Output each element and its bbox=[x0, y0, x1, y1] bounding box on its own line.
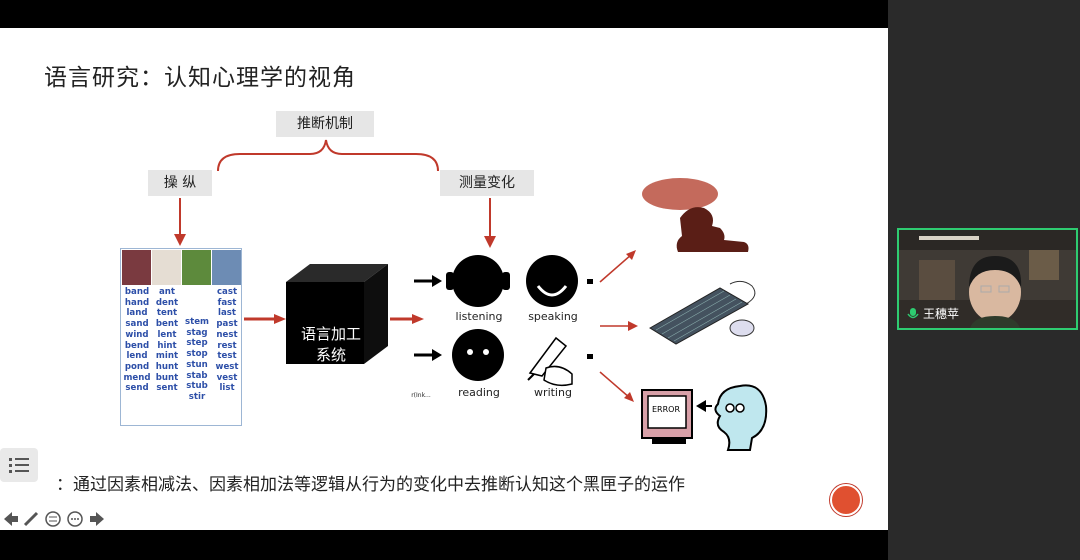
word-col2-6: mint bbox=[155, 351, 179, 362]
participant-video-tile[interactable]: 王穗苹 bbox=[897, 228, 1078, 330]
record-icon[interactable] bbox=[830, 484, 862, 516]
mic-icon bbox=[907, 307, 919, 318]
prev-icon[interactable] bbox=[2, 510, 20, 528]
word-col4-2: last bbox=[218, 308, 236, 319]
word-col1-7: pond bbox=[124, 361, 150, 372]
word-col2-5: hint bbox=[157, 340, 177, 351]
menu-icon bbox=[9, 458, 29, 473]
word-col4-3: past bbox=[216, 319, 238, 330]
word-col1-0: band bbox=[124, 287, 150, 297]
word-col4-9: list bbox=[219, 383, 235, 394]
participant-name-tag: 王穗苹 bbox=[907, 305, 959, 322]
participant-name: 王穗苹 bbox=[923, 307, 960, 321]
word-col3-0: stem bbox=[184, 317, 209, 327]
inference-label: 推断机制 bbox=[276, 111, 374, 137]
speaking-caption: speaking bbox=[528, 310, 578, 323]
reading-caption: reading bbox=[458, 386, 500, 399]
word-col2-7: hunt bbox=[155, 361, 179, 372]
stem-photo bbox=[182, 250, 211, 285]
manipulate-label: 操 纵 bbox=[148, 170, 212, 196]
word-col1-5: bend bbox=[124, 340, 150, 351]
pen-icon[interactable] bbox=[22, 510, 40, 528]
word-col2-0: ant bbox=[158, 287, 176, 297]
word-col1-6: lend bbox=[126, 351, 148, 362]
word-col2-4: lent bbox=[157, 329, 177, 340]
word-col2-2: tent bbox=[156, 308, 178, 319]
word-col4-8: vest bbox=[216, 372, 238, 383]
next-icon[interactable] bbox=[88, 510, 106, 528]
word-col4-7: west bbox=[215, 361, 239, 372]
cast-photo bbox=[212, 250, 241, 285]
word-col2-3: bent bbox=[155, 319, 179, 330]
thinking-head-icon bbox=[696, 384, 768, 451]
word-col3-4: stun bbox=[186, 359, 208, 370]
keyboard-icon bbox=[649, 280, 756, 345]
brace bbox=[217, 139, 439, 172]
word-col4-5: rest bbox=[217, 340, 237, 351]
presentation-stage: 语言研究：认知心理学的视角 推断机制 操 纵 测量变化 bbox=[0, 28, 888, 530]
small-caption: r(Ink... bbox=[411, 392, 431, 399]
word-col3-1: stag bbox=[186, 327, 208, 338]
measure-label: 测量变化 bbox=[440, 170, 534, 196]
word-col4-0: cast bbox=[216, 287, 238, 297]
diagram-graphics: ERROR bbox=[174, 139, 768, 451]
writing-icon bbox=[527, 336, 573, 387]
speaking-icon bbox=[526, 255, 578, 307]
reading-icon bbox=[452, 329, 504, 381]
speech-bubble-icon bbox=[642, 178, 749, 252]
word-col2-8: bunt bbox=[155, 372, 179, 383]
error-computer-icon: ERROR bbox=[641, 389, 693, 444]
word-col1-4: wind bbox=[125, 329, 149, 340]
word-col4-6: test bbox=[217, 351, 237, 362]
word-col1-3: sand bbox=[125, 319, 149, 330]
grid-icon[interactable] bbox=[44, 510, 62, 528]
listening-icon bbox=[446, 255, 510, 307]
band-photo bbox=[122, 250, 151, 285]
black-box-cube bbox=[286, 264, 388, 364]
slide-note: ：通过因素相减法、因素相加法等逻辑从行为的变化中去推断认知这个黑匣子的运作 bbox=[56, 475, 685, 495]
word-col3-5: stab bbox=[186, 370, 208, 381]
word-col4-4: nest bbox=[216, 329, 238, 340]
word-col1-9: send bbox=[125, 383, 149, 394]
word-col1-8: mend bbox=[123, 372, 151, 383]
word-col3-6: stub bbox=[186, 381, 208, 392]
slide-title: 语言研究：认知心理学的视角 bbox=[44, 65, 356, 91]
menu-button[interactable] bbox=[0, 448, 38, 482]
word-col2-1: dent bbox=[155, 297, 179, 308]
more-icon[interactable] bbox=[66, 510, 84, 528]
slide: 语言研究：认知心理学的视角 推断机制 操 纵 测量变化 bbox=[0, 28, 888, 530]
word-col3-3: stop bbox=[186, 349, 208, 360]
error-text: ERROR bbox=[652, 405, 680, 414]
word-col1-2: land bbox=[126, 308, 148, 319]
word-col1-1: hand bbox=[124, 297, 150, 308]
word-col3-7: stir bbox=[188, 391, 206, 402]
listening-caption: listening bbox=[455, 310, 503, 323]
word-col4-1: fast bbox=[217, 297, 237, 308]
slide-toolbar bbox=[0, 510, 110, 528]
ant-photo bbox=[152, 250, 181, 285]
writing-caption: writing bbox=[534, 386, 572, 399]
black-box-text: 语言加工系统 bbox=[300, 325, 361, 364]
word-col3-2: step bbox=[186, 338, 208, 349]
video-frame bbox=[899, 230, 1076, 328]
word-col2-9: sent bbox=[156, 383, 178, 394]
